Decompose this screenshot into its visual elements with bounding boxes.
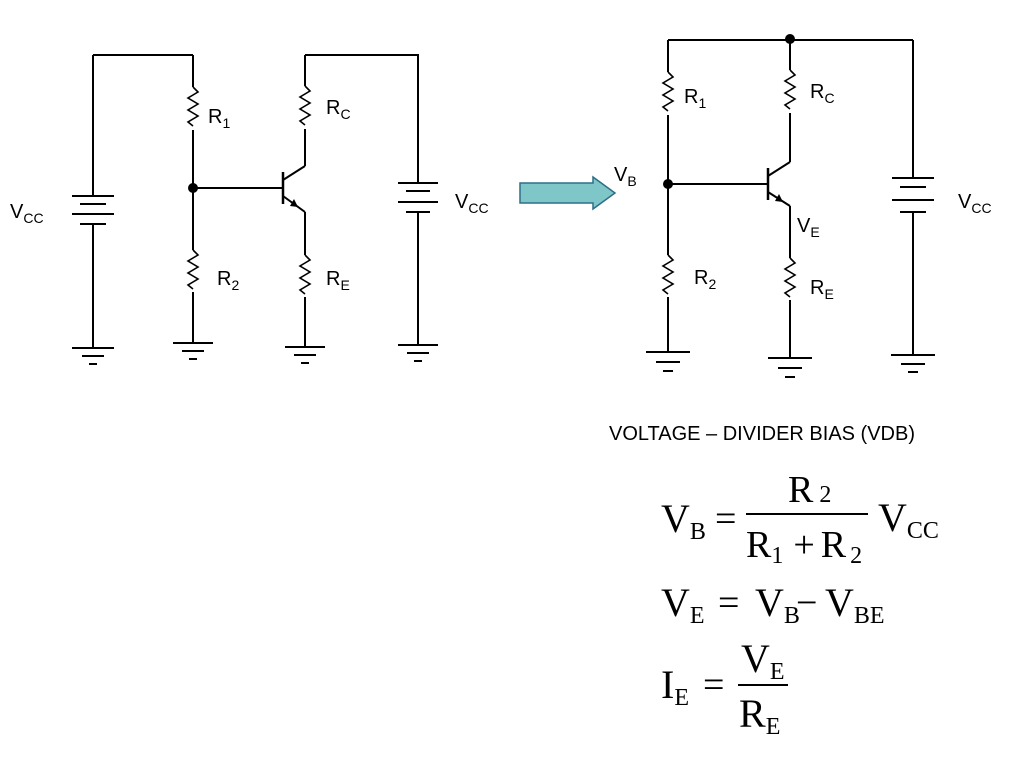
- svg-text:VE: VE: [741, 636, 785, 685]
- svg-text:VBE: VBE: [825, 580, 885, 629]
- transform-arrow-icon: [519, 175, 617, 211]
- left-rc-resistor: [298, 85, 312, 126]
- left-r2-resistor: [186, 249, 200, 290]
- right-r1-resistor: [661, 71, 675, 112]
- left-vcc-right-label: VCC: [455, 191, 489, 216]
- left-second-battery-ground-icon: [398, 344, 438, 362]
- svg-text:IE: IE: [661, 662, 689, 711]
- left-r1-resistor: [186, 86, 200, 127]
- right-re-resistor: [783, 257, 797, 298]
- left-vcc-label: VCC: [10, 201, 44, 226]
- left-battery-ground-icon: [72, 347, 114, 365]
- svg-text:VCC: VCC: [878, 495, 939, 544]
- svg-text:VB: VB: [661, 496, 706, 545]
- right-collector-supply-node: [785, 34, 795, 44]
- left-re-ground-icon: [285, 346, 325, 364]
- left-second-battery-symbol: [398, 182, 438, 213]
- left-vcc-wire: [92, 54, 193, 348]
- vdb-caption: VOLTAGE – DIVIDER BIAS (VDB): [609, 423, 915, 445]
- left-battery-symbol: [72, 195, 114, 225]
- svg-text:=: =: [715, 498, 736, 540]
- right-vcc-label: VCC: [958, 191, 992, 216]
- right-re-ground-icon: [768, 357, 812, 378]
- right-re-label: RE: [810, 277, 834, 302]
- equation-ie: IE = VE RE: [661, 636, 788, 740]
- svg-text:R2: R2: [788, 469, 831, 511]
- left-circuit: VCC R1 R2 RC RE VCC: [10, 54, 489, 365]
- right-battery-ground-icon: [891, 354, 935, 373]
- right-r2-ground-icon: [646, 351, 690, 372]
- svg-text:−: −: [796, 582, 817, 624]
- right-r1-label: R1: [684, 86, 706, 111]
- right-ve-label: VE: [797, 215, 820, 240]
- left-re-resistor: [298, 254, 312, 295]
- svg-text:R1+R2: R1+R2: [746, 524, 862, 569]
- right-r2-resistor: [661, 254, 675, 295]
- right-battery-symbol: [892, 177, 934, 213]
- equation-ve: VE = VB − VBE: [661, 580, 885, 629]
- left-transistor-icon: [281, 165, 306, 213]
- right-rc-resistor: [783, 69, 797, 110]
- left-re-label: RE: [326, 268, 350, 293]
- left-r1-label: R1: [208, 106, 230, 131]
- svg-text:VE: VE: [661, 580, 705, 629]
- svg-text:RE: RE: [739, 691, 780, 740]
- right-r2-label: R2: [694, 267, 716, 292]
- left-r2-ground-icon: [173, 342, 213, 360]
- right-transistor-icon: [766, 161, 791, 207]
- svg-text:=: =: [718, 582, 739, 624]
- svg-text:VB: VB: [755, 580, 800, 629]
- left-rc-label: RC: [326, 97, 351, 122]
- right-vb-label: VB: [614, 164, 637, 189]
- svg-text:=: =: [703, 664, 724, 706]
- left-r2-label: R2: [217, 268, 239, 293]
- right-circuit: VB R1 RC VE R2 RE VCC: [614, 34, 992, 378]
- right-rc-label: RC: [810, 81, 835, 106]
